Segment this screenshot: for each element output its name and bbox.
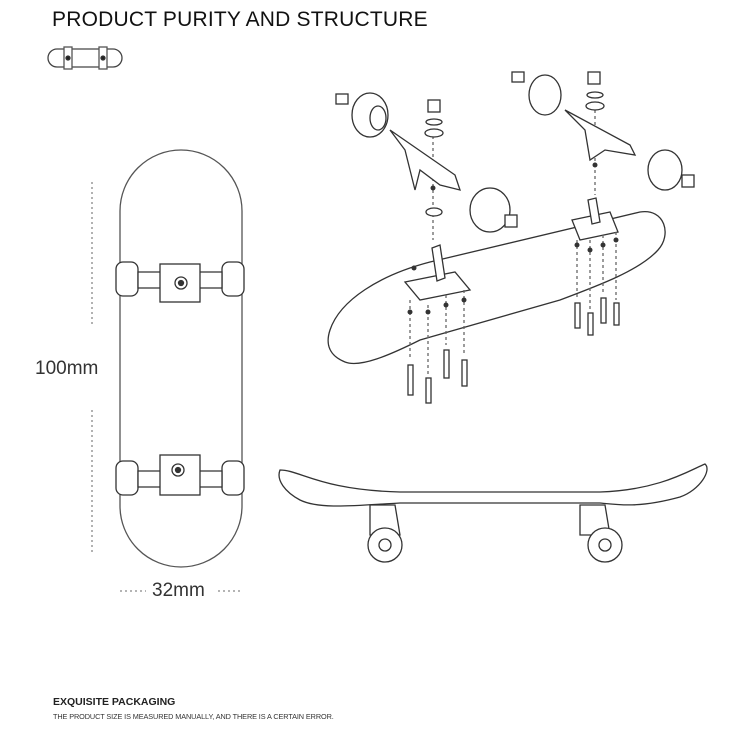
exploded-view: [327, 71, 695, 404]
footer-title: EXQUISITE PACKAGING: [53, 696, 176, 708]
footer-note: THE PRODUCT SIZE IS MEASURED MANUALLY, A…: [53, 712, 334, 721]
side-view: [278, 463, 708, 563]
skateboard-icon: [47, 46, 123, 70]
board-top-view: [115, 149, 245, 568]
truck-bottom: [115, 454, 245, 496]
page-title: PRODUCT PURITY AND STRUCTURE: [52, 8, 428, 31]
width-dimension-label: 32mm: [152, 580, 205, 601]
truck-top: [115, 261, 245, 303]
dimension-lines: [91, 182, 240, 592]
length-dimension-label: 100mm: [35, 358, 99, 379]
